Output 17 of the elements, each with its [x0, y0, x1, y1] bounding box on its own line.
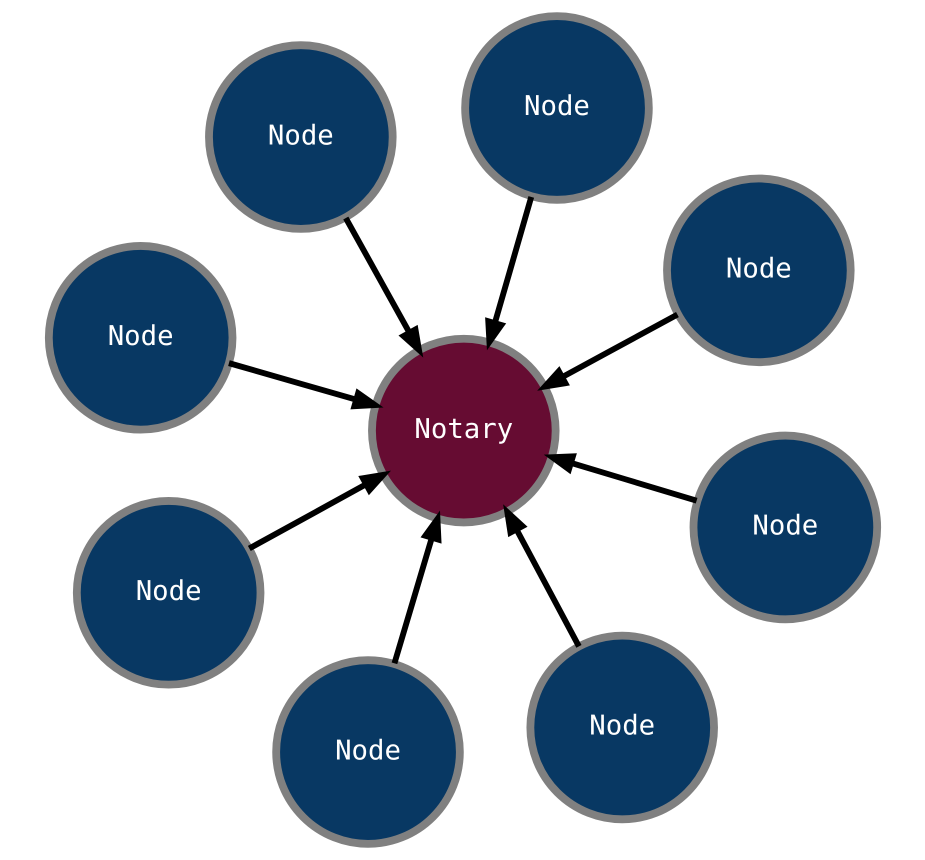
arrow [536, 312, 678, 391]
node-circle: Notary [368, 334, 560, 526]
arrow [484, 196, 534, 350]
node-circle: Node [72, 497, 264, 689]
node-circle: Node [460, 12, 652, 204]
arrow [543, 453, 697, 504]
node-circle: Node [44, 242, 236, 434]
arrow [228, 360, 384, 410]
node-circle: Node [662, 174, 854, 366]
arrow [502, 504, 581, 648]
arrow [342, 216, 423, 358]
node-circle: Node [272, 656, 464, 848]
node-circle: Node [204, 41, 396, 233]
node-circle: Node [526, 632, 718, 824]
node-circle: Node [689, 432, 881, 624]
arrow [391, 510, 442, 664]
arrow [247, 470, 391, 552]
